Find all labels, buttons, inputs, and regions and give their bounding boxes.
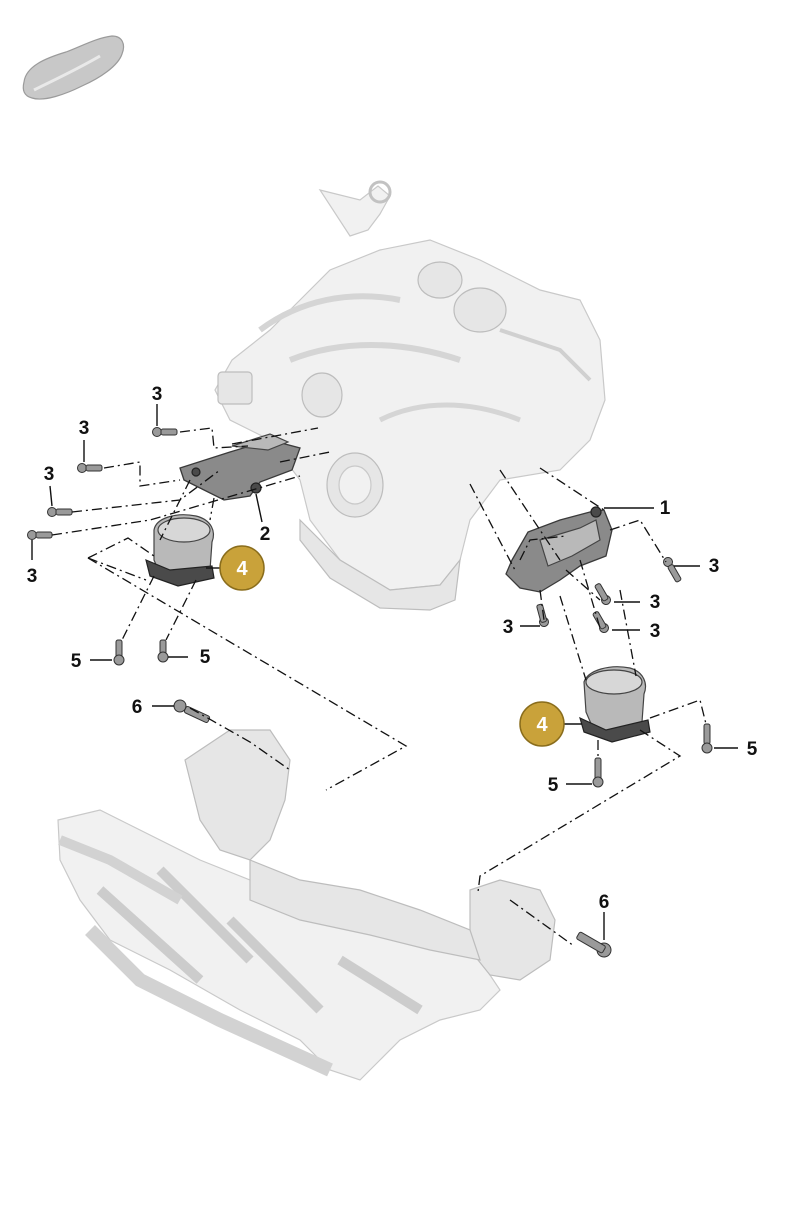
bolt-3-h bbox=[536, 603, 549, 627]
callout-3-d: 3 bbox=[27, 566, 38, 587]
bolt-6-b bbox=[576, 931, 612, 958]
bolt-3-f bbox=[594, 583, 611, 605]
bolt-5-b bbox=[157, 639, 169, 663]
engine-ghost bbox=[214, 180, 606, 611]
bolt-6-a bbox=[173, 699, 211, 723]
highlight-badge-4-right[interactable]: 4 bbox=[519, 701, 565, 747]
callout-5-d: 5 bbox=[747, 739, 758, 760]
bolt-3-d bbox=[27, 530, 53, 540]
callout-3-f: 3 bbox=[650, 592, 661, 613]
badge-4-left-label: 4 bbox=[236, 558, 248, 580]
leader-lines bbox=[31, 404, 738, 940]
engine-bracket-right bbox=[505, 506, 613, 593]
badge-4-right-label: 4 bbox=[536, 714, 548, 736]
callout-3-h: 3 bbox=[503, 617, 514, 638]
callout-1: 1 bbox=[660, 498, 671, 519]
bolt-3-e bbox=[663, 557, 682, 583]
bolts-6 bbox=[173, 699, 612, 958]
bolt-3-b bbox=[77, 463, 103, 473]
highlight-badge-4-left[interactable]: 4 bbox=[219, 545, 265, 591]
car-silhouette-icon bbox=[22, 35, 125, 100]
callout-3-a: 3 bbox=[152, 384, 163, 405]
bolt-3-c bbox=[47, 507, 73, 517]
bolt-3-g bbox=[592, 611, 609, 633]
callout-3-b: 3 bbox=[79, 418, 90, 439]
callout-6-a: 6 bbox=[132, 697, 143, 718]
bolt-5-c bbox=[592, 757, 604, 788]
callout-3-g: 3 bbox=[650, 621, 661, 642]
callout-3-e: 3 bbox=[709, 556, 720, 577]
bolts-5 bbox=[113, 639, 713, 788]
bolts-3 bbox=[27, 427, 682, 633]
callout-5-c: 5 bbox=[548, 775, 559, 796]
bolt-5-d bbox=[701, 723, 713, 754]
assembly-lines bbox=[51, 427, 707, 947]
callout-labels: 1 2 3 3 3 3 3 3 3 3 5 5 5 5 6 6 bbox=[27, 384, 758, 913]
bolt-5-a bbox=[113, 639, 125, 666]
engine-bracket-left bbox=[179, 433, 301, 501]
engine-mount-right bbox=[579, 666, 651, 743]
callout-6-b: 6 bbox=[599, 892, 610, 913]
callout-3-c: 3 bbox=[44, 464, 55, 485]
bolt-3-a bbox=[152, 427, 178, 437]
engine-mount-left bbox=[145, 514, 215, 587]
callout-5-a: 5 bbox=[71, 651, 82, 672]
callout-2: 2 bbox=[260, 524, 271, 545]
subframe-ghost bbox=[57, 729, 556, 1081]
callout-5-b: 5 bbox=[200, 647, 211, 668]
